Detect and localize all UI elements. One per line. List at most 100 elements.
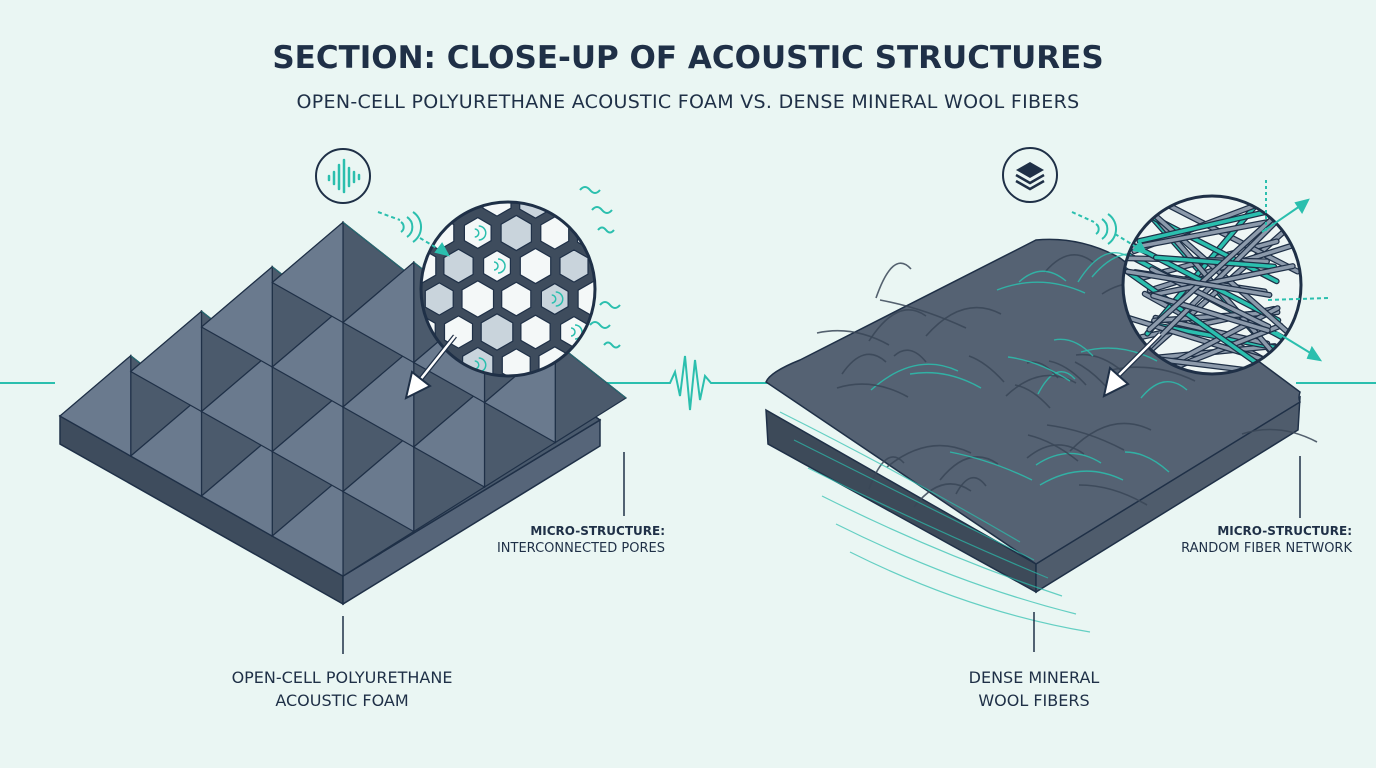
page-title: SECTION: CLOSE-UP OF ACOUSTIC STRUCTURES <box>272 40 1104 76</box>
foam-pore <box>657 218 684 249</box>
foam-pore <box>424 282 454 316</box>
right-microstructure-value: RANDOM FIBER NETWORK <box>1181 541 1352 556</box>
foam-pore <box>540 282 569 316</box>
pore-sound-mark <box>493 258 506 274</box>
pore-sound-mark <box>552 160 563 174</box>
signal-line <box>0 355 1376 411</box>
pore-sound-mark <box>648 391 659 405</box>
wool-fiber <box>879 299 967 329</box>
fiber-strand <box>1147 204 1289 332</box>
foam-pore <box>463 216 492 250</box>
wool-fiber <box>1241 428 1318 443</box>
foam-pore <box>618 350 645 381</box>
foam-pore <box>616 413 648 449</box>
fiber-strand <box>1133 196 1292 336</box>
foam-pore <box>421 202 434 217</box>
sound-wave-icon <box>315 148 371 204</box>
foam-pore <box>636 183 666 218</box>
page-subtitle: OPEN-CELL POLYURETHANE ACOUSTIC FOAM VS.… <box>296 91 1080 113</box>
wool-side-fiber <box>849 551 1091 633</box>
wool-fiber <box>868 309 927 342</box>
foam-pore <box>519 247 552 285</box>
wool-fiber <box>909 371 982 389</box>
foam-pore <box>617 216 646 250</box>
foam-pyramid-face <box>58 354 132 458</box>
left-material-line2: ACOUSTIC FOAM <box>275 691 409 710</box>
wool-fiber <box>1039 470 1124 486</box>
fiber-strand <box>1130 323 1283 374</box>
foam-pore <box>580 152 607 183</box>
wool-fiber <box>1027 434 1079 462</box>
wool-fiber <box>1044 254 1095 273</box>
layers-icon <box>1002 147 1058 203</box>
pore-sound-mark <box>398 160 409 174</box>
foam-pore <box>638 383 665 414</box>
foam-pore <box>656 414 685 448</box>
foam-pyramid-face <box>341 345 415 449</box>
wool-fiber <box>1080 347 1158 362</box>
fiber-magnifier <box>1102 194 1303 398</box>
wool-fiber <box>875 262 912 299</box>
incoming-sound-waves <box>377 186 621 349</box>
pore-sound-mark <box>474 225 487 241</box>
left-material-line1: OPEN-CELL POLYURETHANE <box>231 668 453 687</box>
wool-fiber <box>1046 424 1125 451</box>
wool-fiber <box>968 355 1005 383</box>
wool-fiber <box>1069 422 1152 452</box>
fiber-strand <box>1154 255 1276 269</box>
wool-fiber <box>1078 484 1148 506</box>
pore-magnifier <box>370 152 687 449</box>
wool-fiber <box>816 329 890 346</box>
wool-fiber <box>1140 381 1188 399</box>
foam-pyramid-face <box>271 220 344 324</box>
wool-fiber <box>955 476 987 495</box>
fiber-strand <box>1123 264 1277 374</box>
wool-fiber <box>939 456 999 481</box>
foam-pore <box>427 153 451 181</box>
foam-pore <box>370 187 393 214</box>
right-microstructure-label: MICRO-STRUCTURE: <box>1217 524 1352 538</box>
wool-fiber <box>1053 338 1094 357</box>
foam-pore <box>467 154 489 179</box>
foam-pore <box>501 348 531 376</box>
pore-sound-mark <box>421 202 429 208</box>
scattered-sound-waves <box>1071 180 1329 362</box>
wool-fiber <box>893 349 927 363</box>
foam-pyramid-face <box>200 349 273 453</box>
foam-pore <box>501 281 532 317</box>
right-material-line1: DENSE MINERAL <box>968 668 1100 687</box>
foam-pore <box>500 214 533 252</box>
acoustic-foam-panel <box>58 220 628 606</box>
foam-pore <box>618 283 646 315</box>
wool-fiber <box>949 451 1033 481</box>
wool-side-fiber <box>821 495 1063 597</box>
wool-side-fiber <box>779 411 1021 543</box>
foam-pyramid-face <box>129 394 203 498</box>
wool-fiber <box>870 363 959 391</box>
foam-pyramid-face <box>271 305 344 409</box>
foam-pyramid-face <box>341 429 415 533</box>
foam-pore <box>637 316 665 348</box>
foam-pyramid-face <box>129 309 203 413</box>
foam-pyramid-face <box>341 260 415 364</box>
foam-pore <box>443 248 474 284</box>
foam-pore <box>482 202 512 217</box>
wool-fiber <box>925 306 1002 337</box>
callout-leaders <box>342 452 1301 654</box>
right-material-name: DENSE MINERAL WOOL FIBERS <box>884 666 1184 712</box>
right-material-line2: WOOL FIBERS <box>978 691 1090 710</box>
foam-pore <box>597 248 629 284</box>
foam-pyramid-face <box>271 389 344 493</box>
wool-side-fiber <box>793 439 1035 561</box>
foam-pore <box>655 281 687 317</box>
left-material-name: OPEN-CELL POLYURETHANE ACOUSTIC FOAM <box>192 666 492 712</box>
wool-fiber <box>1007 356 1071 382</box>
left-microstructure-value: INTERCONNECTED PORES <box>496 541 665 556</box>
foam-pore <box>636 249 665 283</box>
wool-fiber <box>1048 360 1087 386</box>
wool-fiber <box>868 456 905 490</box>
wool-side-fiber <box>835 523 1077 615</box>
wool-fiber <box>841 353 887 375</box>
